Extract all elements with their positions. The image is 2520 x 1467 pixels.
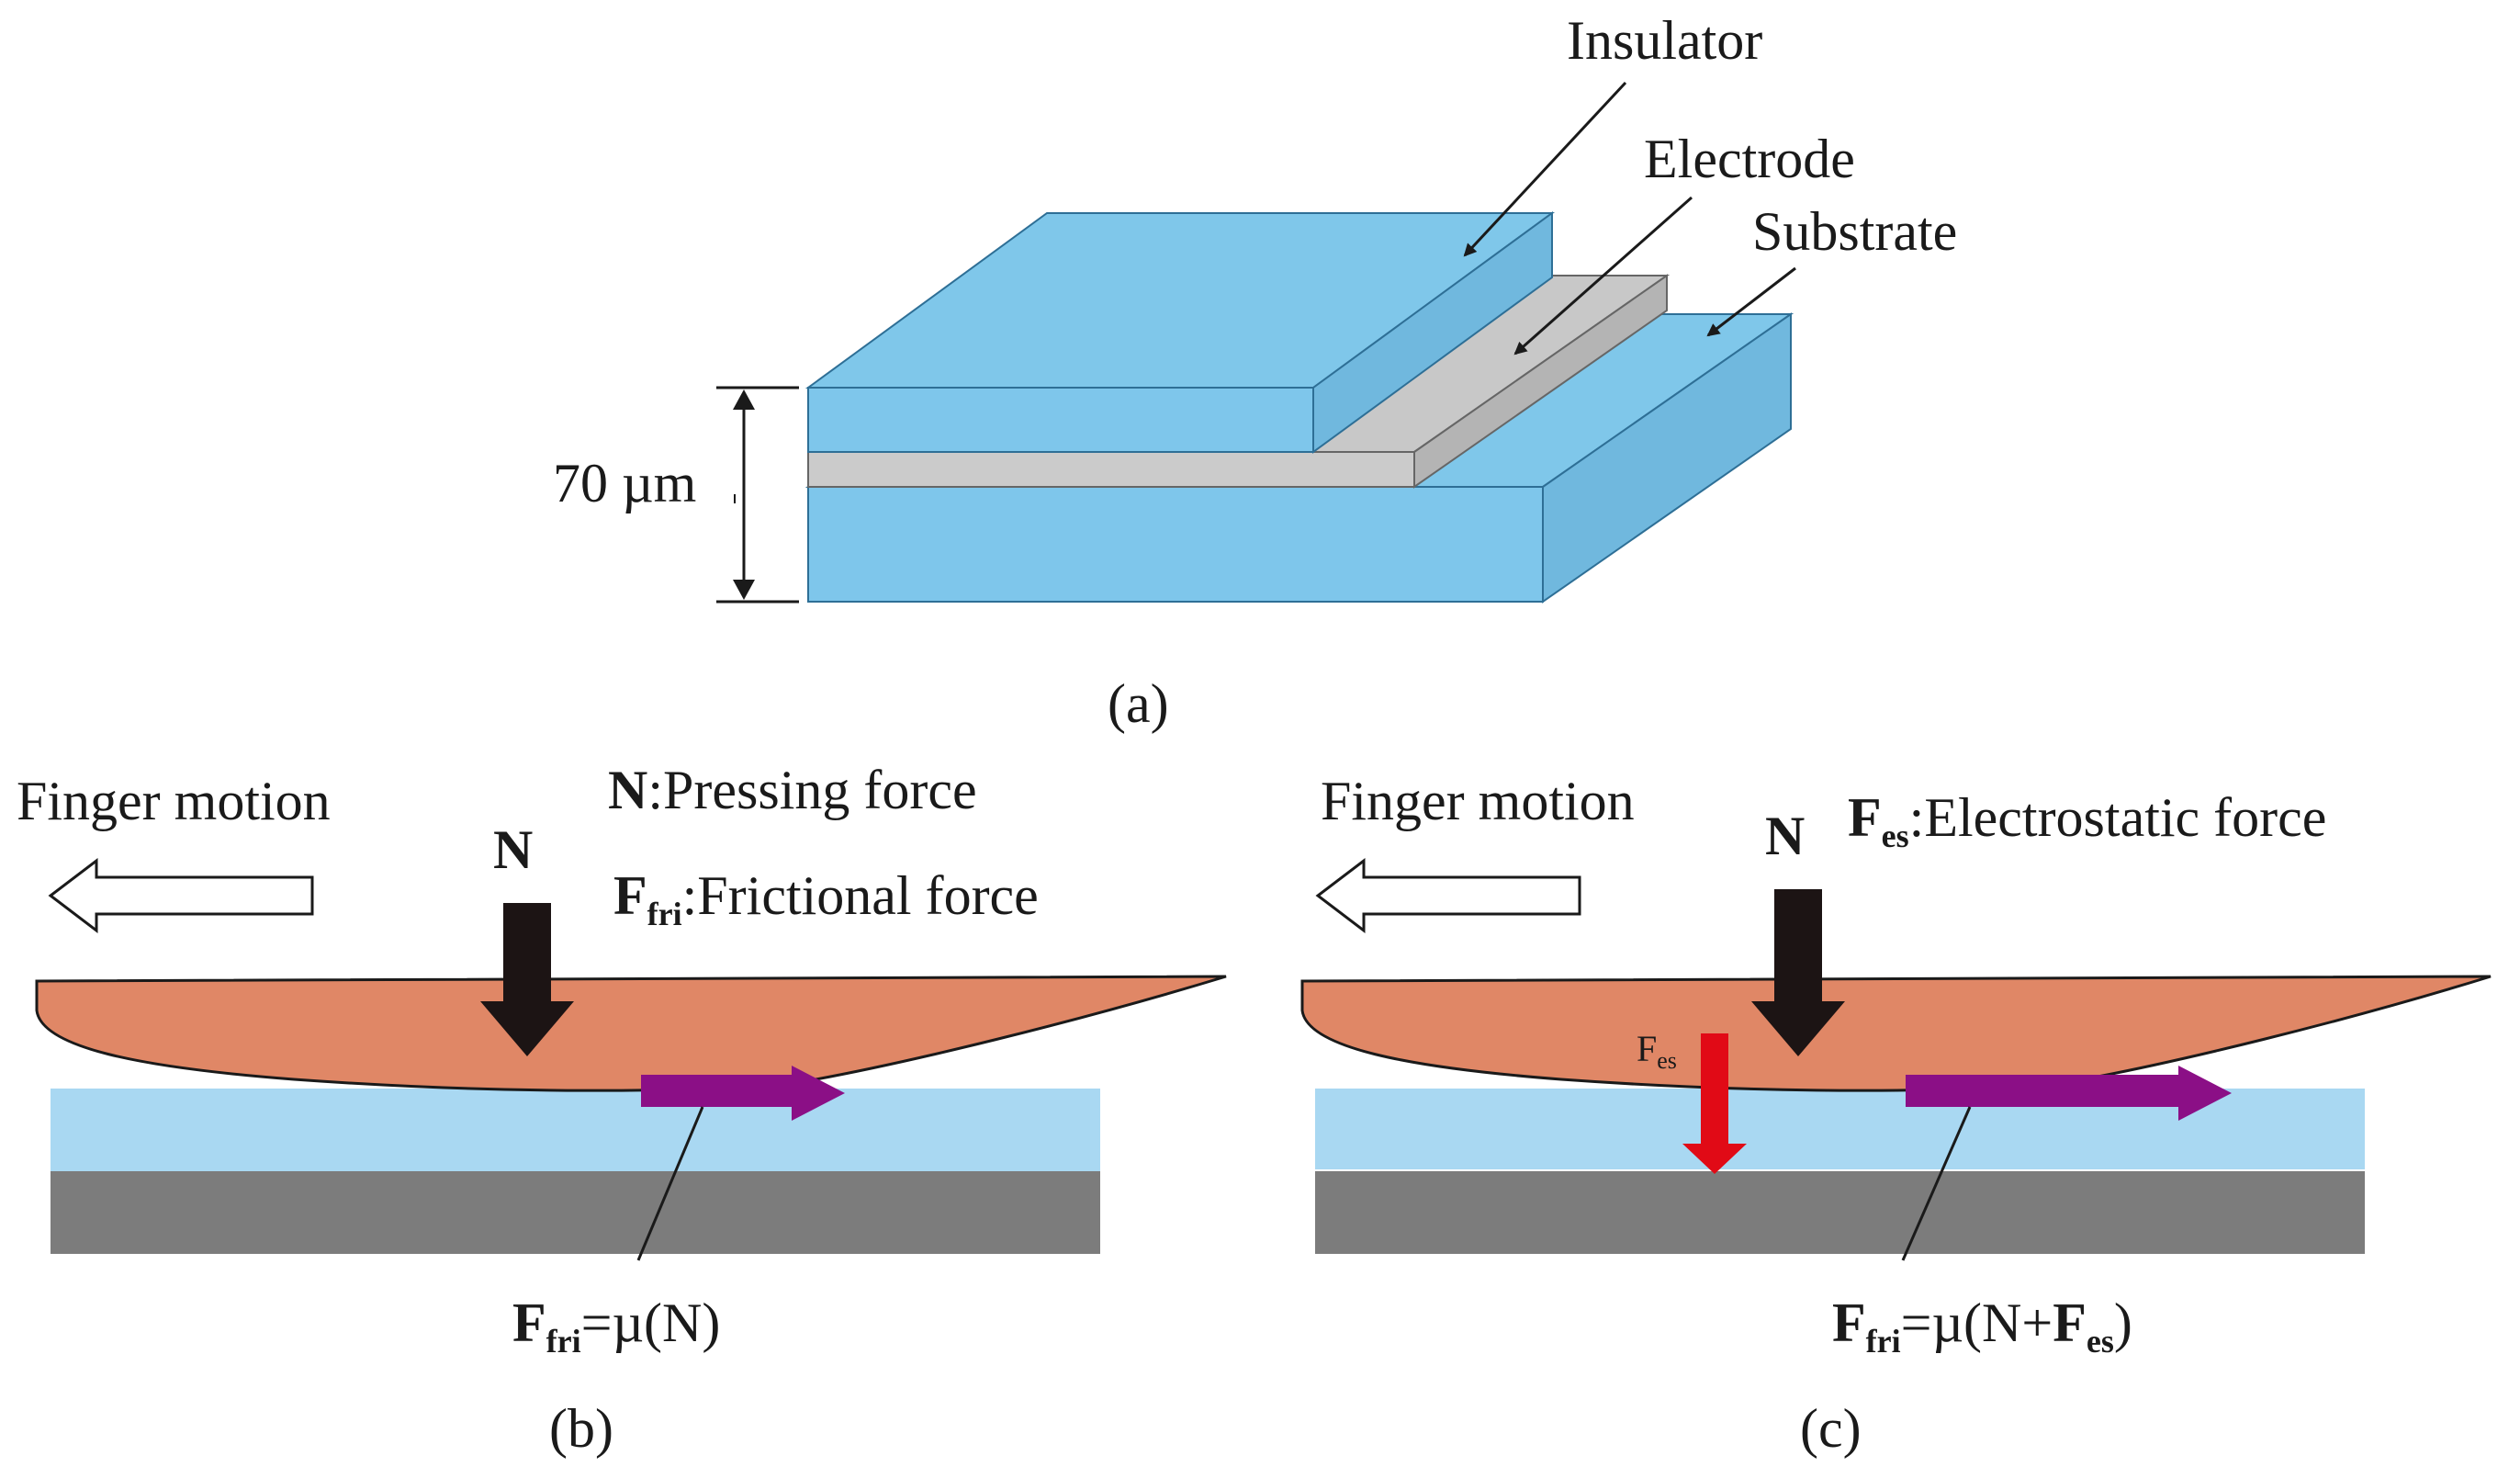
fes-label-c: Fes — [1637, 1028, 1677, 1074]
thickness-label: 70 µm — [553, 453, 696, 513]
finger-motion-label-b: Finger motion — [17, 771, 331, 831]
panel-b: Finger motion N:Pressing force Ffri:Fric… — [17, 760, 1227, 1459]
motion-arrow-b — [48, 857, 314, 934]
electrode-front-face — [807, 451, 1415, 488]
insulator-front-face — [807, 387, 1314, 453]
equation-leader-c — [1901, 1106, 1972, 1261]
panel-c: Finger motion Fes:Electrostatic force N … — [1300, 771, 2492, 1459]
electrode-side-face — [1413, 274, 1668, 489]
n-symbol-c: N — [1765, 806, 1805, 866]
substrate-label: Substrate — [1752, 201, 1957, 262]
insulator-label: Insulator — [1567, 10, 1762, 71]
equation-c: Ffri=µ(N+Fes) — [1832, 1292, 2132, 1360]
equation-b: Ffri=µ(N) — [512, 1292, 720, 1360]
n-symbol-b: N — [493, 819, 533, 880]
pressing-arrow-b — [480, 903, 574, 1056]
equation-leader-b — [636, 1106, 704, 1261]
caption-a: (a) — [1108, 673, 1169, 734]
friction-arrow-b — [641, 1066, 845, 1121]
pressing-arrow-c — [1751, 889, 1845, 1056]
insulator-block — [804, 211, 1556, 454]
caption-c: (c) — [1800, 1398, 1862, 1459]
electrode-label: Electrode — [1644, 129, 1855, 189]
substrate-front-face — [807, 486, 1544, 603]
substrate-leader — [1706, 266, 1796, 337]
legend-fes-c: Fes:Electrostatic force — [1848, 787, 2326, 854]
insulator-side-face — [1312, 211, 1553, 454]
legend-f-b: Ffri:Frictional force — [613, 865, 1039, 932]
base-layer-c — [1315, 1171, 2365, 1254]
finger-motion-label-c: Finger motion — [1321, 771, 1635, 831]
finger-b — [35, 975, 1227, 1092]
panel-a: Insulator Electrode Substrate 70 µm (a) — [553, 10, 1957, 734]
electrostatic-arrow-c — [1682, 1033, 1747, 1174]
insulator-leader — [1463, 81, 1627, 257]
film-layer-b — [51, 1089, 1100, 1171]
substrate-side-face — [1542, 312, 1792, 604]
finger-c — [1300, 975, 2492, 1092]
legend-n-b: N:Pressing force — [608, 760, 977, 820]
thickness-dimension — [716, 386, 799, 604]
caption-b: (b) — [549, 1398, 613, 1459]
friction-arrow-c — [1906, 1066, 2232, 1121]
motion-arrow-c — [1315, 857, 1581, 934]
base-layer-b — [51, 1171, 1100, 1254]
electrode-leader — [1513, 196, 1693, 355]
